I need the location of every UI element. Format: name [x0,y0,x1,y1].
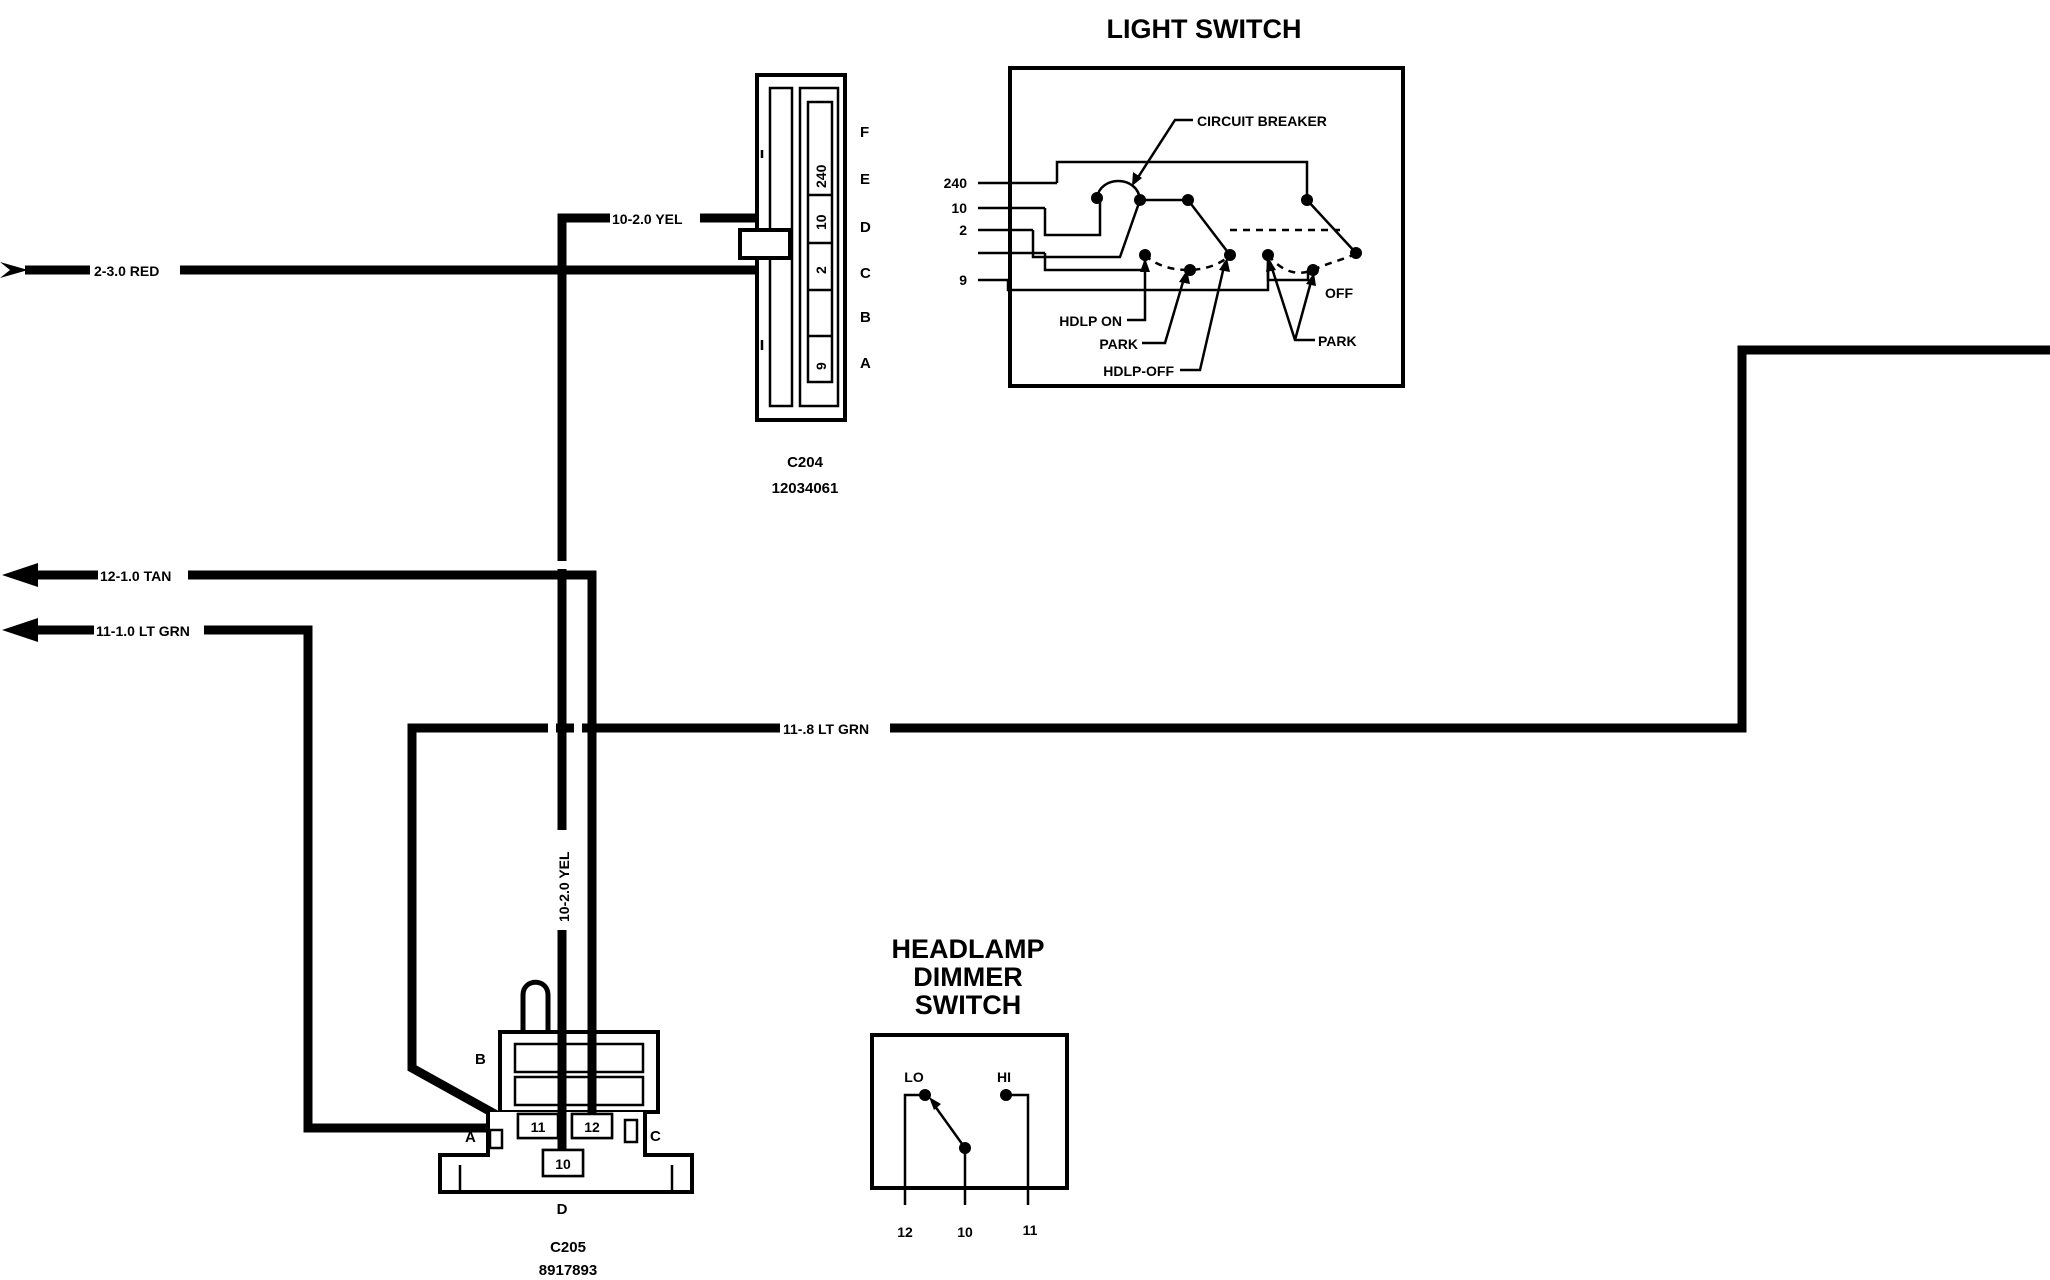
c204-part: 12034061 [772,480,839,497]
c205-cavity-12: 12 [584,1119,600,1135]
dimmer-switch-box [870,1033,1069,1190]
label-ltgrn-2: 11-.8 LT GRN [783,721,869,737]
dimmer-terminal-11: 11 [1023,1222,1038,1238]
c205-letter-a: A [465,1129,476,1146]
ls-terminal-240: 240 [944,175,968,191]
label-yel-vertical: 10-2.0 YEL [556,851,572,922]
c204-pin-d: D [860,219,871,236]
off-label: OFF [1325,285,1353,301]
dimmer-terminal-12: 12 [897,1224,913,1240]
dimmer-terminal-10: 10 [957,1224,973,1240]
c204-cavity-9: 9 [813,362,829,370]
light-switch-box [1008,66,1405,388]
arrow-left-red [0,262,28,278]
dimmer-switch-schematic [903,1089,1030,1205]
c205-cavity-10: 10 [555,1156,571,1172]
wire-tan [30,570,597,1128]
c204-pin-b: B [860,309,871,326]
label-ltgrn-1: 11-1.0 LT GRN [96,623,190,639]
c204-pin-f: F [860,124,869,141]
park-label-right: PARK [1318,333,1357,349]
hdlp-on-label: HDLP ON [1059,313,1122,329]
c205-letter-c: C [650,1128,661,1145]
c205-letter-d: D [557,1201,568,1218]
c204-cavity-10: 10 [813,214,829,230]
wire-ltgrn-2 [407,345,2050,1132]
ls-terminal-9: 9 [959,272,967,288]
c204-pin-e: E [860,171,870,188]
c205-cavity-11: 11 [531,1119,546,1135]
hdlp-off-label: HDLP-OFF [1103,363,1174,379]
dimmer-title-line2: DIMMER [913,962,1023,992]
c204-pin-a: A [860,355,871,372]
dimmer-lo-label: LO [904,1069,924,1085]
ls-terminal-10: 10 [951,200,967,216]
c205-part: 8917893 [539,1262,597,1279]
dimmer-title-line3: SWITCH [915,990,1021,1020]
arrow-left-ltgrn [2,618,38,642]
ls-terminal-2: 2 [959,222,967,238]
light-switch-schematic [978,118,1362,372]
dimmer-title-line1: HEADLAMP [892,934,1045,964]
wire-ltgrn-1 [30,625,520,1133]
park-label-left: PARK [1099,336,1138,352]
c204-id: C204 [787,454,824,471]
c204-pin-c: C [860,265,871,282]
circuit-breaker-label: CIRCUIT BREAKER [1197,113,1327,129]
c205-id: C205 [550,1239,586,1256]
c204-cavity-2: 2 [813,266,829,274]
c204-cavity-240: 240 [813,164,829,188]
label-yel-top: 10-2.0 YEL [612,211,683,227]
c205-letter-b: B [475,1051,486,1068]
label-tan: 12-1.0 TAN [100,568,171,584]
arrow-left-tan [2,563,38,587]
light-switch-title: LIGHT SWITCH [1107,14,1302,44]
label-red: 2-3.0 RED [94,263,159,279]
c204-connector [738,73,847,422]
dimmer-hi-label: HI [997,1069,1011,1085]
